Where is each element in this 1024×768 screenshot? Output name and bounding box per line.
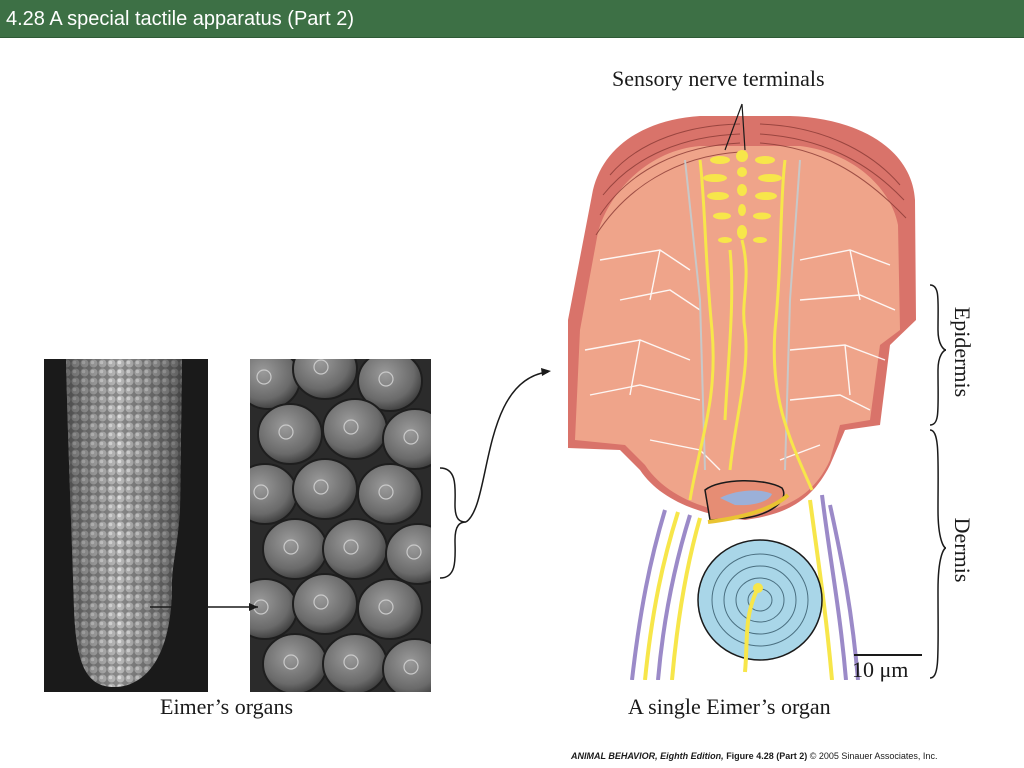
eimer-organ-papilla xyxy=(283,539,299,555)
slide-title: 4.28 A special tactile apparatus (Part 2… xyxy=(6,8,354,30)
eimer-organ-dome xyxy=(382,408,431,470)
scale-bar-label: 10 μm xyxy=(852,657,909,682)
eimer-organ-dome xyxy=(292,359,358,400)
epidermis-inner xyxy=(575,146,900,515)
eimer-organ-domes xyxy=(250,359,431,692)
eimer-organ-dome xyxy=(257,403,323,465)
eimer-organ-papilla xyxy=(313,359,329,375)
eimer-organ-dome xyxy=(262,633,328,692)
eimer-organ-papilla xyxy=(378,484,394,500)
eimer-organ-papilla xyxy=(343,539,359,555)
eimer-organ-papilla xyxy=(313,479,329,495)
eimers-organs-caption: Eimer’s organs xyxy=(160,694,293,719)
snout-illustration xyxy=(66,359,182,687)
eimer-organ-dome xyxy=(357,578,423,640)
eimer-organ-dome xyxy=(322,518,388,580)
eimer-organ-dome xyxy=(262,518,328,580)
single-eimers-organ-caption: A single Eimer’s organ xyxy=(628,694,831,719)
epidermis-label: Epidermis xyxy=(950,306,975,398)
sem-closeup-image xyxy=(250,359,431,692)
dermis-label: Dermis xyxy=(950,517,975,583)
sensory-nerve-terminals-label: Sensory nerve terminals xyxy=(612,66,825,91)
slide-title-bar: 4.28 A special tactile apparatus (Part 2… xyxy=(0,0,1024,38)
eimer-organ-dome xyxy=(357,463,423,525)
eimer-organ-dome xyxy=(322,398,388,460)
lamellated-corpuscle xyxy=(697,539,823,673)
sensory-nerve-terminals xyxy=(703,150,782,243)
closeup-illustration xyxy=(250,359,431,692)
eimer-organ-dome xyxy=(292,573,358,635)
eimer-organ-dome xyxy=(385,523,431,585)
epidermis-brace xyxy=(929,284,947,426)
eimer-organ-diagram xyxy=(568,103,947,680)
figure-credit: ANIMAL BEHAVIOR, Eighth Edition, Figure … xyxy=(571,751,937,761)
eimer-organ-papilla xyxy=(378,371,394,387)
eimer-organ-papilla xyxy=(313,594,329,610)
eimer-organ-dome xyxy=(322,633,388,692)
eimer-organ-papilla xyxy=(378,599,394,615)
sem-snout-image xyxy=(44,359,208,692)
eimer-organ-papilla xyxy=(283,654,299,670)
eimer-organ-papilla xyxy=(343,654,359,670)
eimer-organ-dome xyxy=(292,458,358,520)
eimer-organ-papilla xyxy=(406,544,422,560)
eimer-organ-papilla xyxy=(256,369,272,385)
credit-book: ANIMAL BEHAVIOR, Eighth Edition, xyxy=(571,751,724,761)
eimer-organ-papilla xyxy=(343,419,359,435)
eimer-organ-dome xyxy=(382,638,431,692)
dermis-brace xyxy=(929,429,947,679)
eimer-organ-papilla xyxy=(403,429,419,445)
credit-copyright: © 2005 Sinauer Associates, Inc. xyxy=(809,751,938,761)
credit-figure: Figure 4.28 (Part 2) xyxy=(726,751,808,761)
eimer-organ-papilla xyxy=(253,484,269,500)
eimer-organ-papilla xyxy=(278,424,294,440)
eimer-organ-papilla xyxy=(403,659,419,675)
